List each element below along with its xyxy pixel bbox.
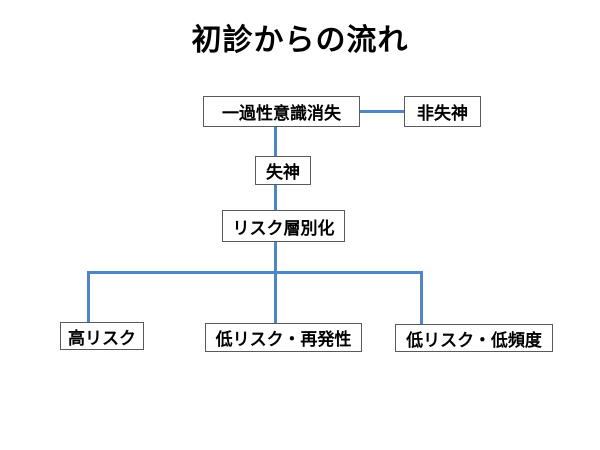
node-transient-loss-of-consciousness: 一過性意識消失 (203, 96, 360, 127)
connector-risk-to-low-risk-recurrent (274, 242, 277, 323)
connector-branch-to-high-risk (87, 271, 90, 322)
node-high-risk: 高リスク (60, 322, 144, 350)
node-risk-stratification: リスク層別化 (222, 210, 345, 242)
node-syncope: 失神 (255, 156, 311, 185)
node-non-syncope: 非失神 (404, 96, 481, 127)
connector-transient-to-syncope (274, 127, 277, 156)
node-low-risk-recurrent: 低リスク・再発性 (205, 323, 362, 352)
slide-title: 初診からの流れ (191, 23, 409, 58)
node-low-risk-infrequent: 低リスク・低頻度 (395, 324, 553, 352)
connector-transient-to-nonsyncope (360, 110, 404, 113)
connector-branch-to-low-risk-infrequent (420, 271, 423, 324)
connector-branch-horizontal (87, 271, 423, 274)
connector-syncope-to-risk-stratification (274, 185, 277, 210)
